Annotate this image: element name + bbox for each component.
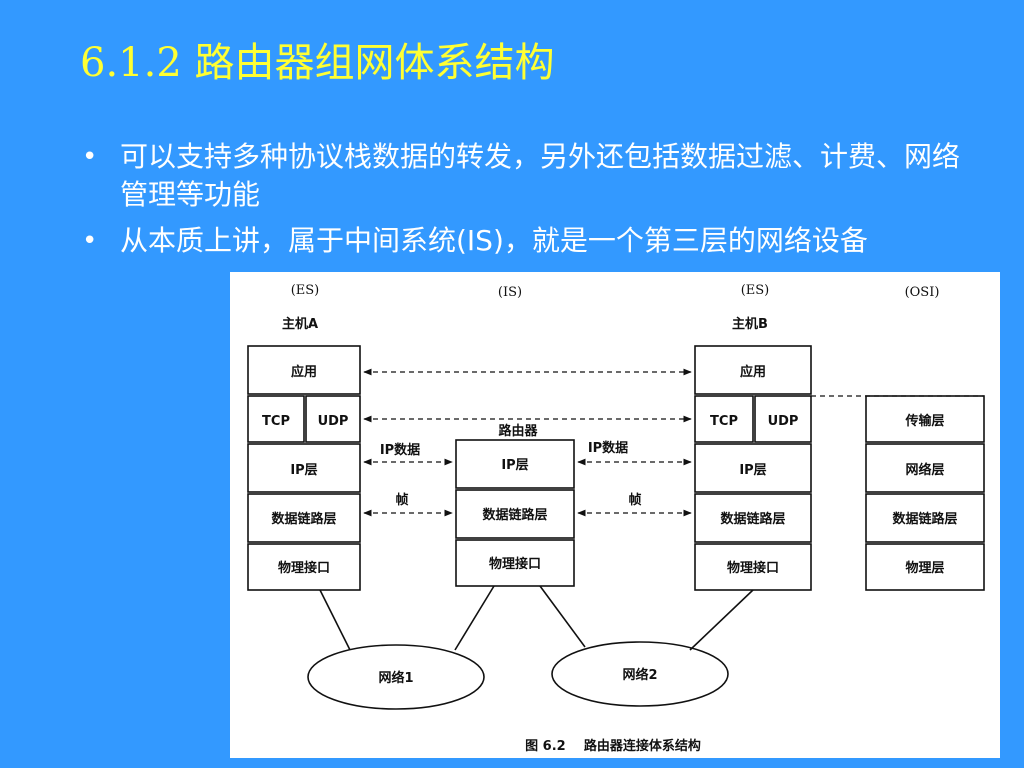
network1-ellipse [307,644,485,710]
frame-left-label: 帧 [395,492,408,508]
host-b-phys-label: 物理接口 [727,560,779,576]
label-es-right: (ES) [741,283,770,298]
router-phys-box [455,539,575,587]
bullet-text: 从本质上讲，属于中间系统(IS)，就是一个第三层的网络设备 [120,224,868,257]
osi-link-label: 数据链路层 [892,511,957,527]
bullet-text: 可以支持多种协议栈数据的转发，另外还包括数据过滤、计费、网络管理等功能 [120,140,961,211]
label-es-left: (ES) [291,283,320,298]
osi-phys-box [865,543,985,591]
host-b-ip-box [694,443,812,493]
host-b-link-box [694,493,812,543]
host-a-app-label: 应用 [291,364,317,380]
host-a-ip-label: IP层 [290,463,317,478]
host-a-link-box [247,493,361,543]
osi-network-box [865,443,985,493]
host-a-link-label: 数据链路层 [271,511,336,527]
host-b-tcp-label: TCP [710,414,738,429]
router-network1-link [454,585,495,651]
host-a-app-box [247,345,361,395]
bullet-dot-icon: • [82,142,98,172]
host-b-udp-label: UDP [768,414,799,429]
router-ip-label: IP层 [501,458,528,473]
network-links [319,585,754,651]
router-stack [455,439,575,587]
ip-data-left-label: IP数据 [380,442,420,458]
host-a-ip-box [247,443,361,493]
host-a-phys-label: 物理接口 [278,560,330,576]
host-a-tcp-box [247,395,305,443]
osi-transport-label: 传输层 [904,413,944,429]
label-osi: (OSI) [905,285,940,300]
osi-link-box [865,493,985,543]
host-a-network1-link [319,589,351,651]
network2-ellipse [551,641,729,707]
host-b-network2-link [689,589,754,651]
router-network2-link [539,585,586,648]
osi-transport-box [865,395,985,443]
network2-label: 网络2 [622,667,657,683]
bullet-dot-icon: • [82,226,98,256]
host-b-udp-box [754,395,812,443]
bullet-item: • 从本质上讲，属于中间系统(IS)，就是一个第三层的网络设备 [82,222,950,260]
router-architecture-figure: (ES) (IS) (ES) (OSI) 主机A 应用 TCP UDP IP层 … [230,272,1000,758]
host-b-app-box [694,345,812,395]
router-link-box [455,489,575,539]
host-b-app-label: 应用 [740,364,766,380]
bullet-item: • 可以支持多种协议栈数据的转发，另外还包括数据过滤、计费、网络管理等功能 [82,138,970,214]
osi-stack [865,395,985,591]
host-a-udp-box [305,395,361,443]
label-is: (IS) [498,285,522,300]
host-b-link-label: 数据链路层 [720,511,785,527]
host-b-tcp-box [694,395,754,443]
ip-data-right-label: IP数据 [588,440,628,456]
host-a-udp-label: UDP [318,414,349,429]
host-a-tcp-label: TCP [262,414,290,429]
frame-right-label: 帧 [628,492,641,508]
router-phys-label: 物理接口 [489,556,541,572]
network1-label: 网络1 [378,670,413,686]
architecture-diagram: (ES) (IS) (ES) (OSI) 主机A 应用 TCP UDP IP层 … [247,283,985,754]
figure-caption: 图 6.2 路由器连接体系结构 [525,738,701,754]
bullet-list: • 可以支持多种协议栈数据的转发，另外还包括数据过滤、计费、网络管理等功能 • … [82,138,982,268]
host-b-stack [694,345,812,591]
host-a-stack [247,345,361,591]
router-label: 路由器 [498,423,538,439]
host-b-label: 主机B [732,316,768,332]
slide-title: 6.1.2 路由器组网体系结构 [80,40,555,86]
osi-network-label: 网络层 [905,462,944,478]
router-link-label: 数据链路层 [482,507,547,523]
host-b-ip-label: IP层 [739,463,766,478]
router-ip-box [455,439,575,489]
host-a-phys-box [247,543,361,591]
osi-phys-label: 物理层 [905,560,944,576]
host-a-label: 主机A [282,316,318,332]
